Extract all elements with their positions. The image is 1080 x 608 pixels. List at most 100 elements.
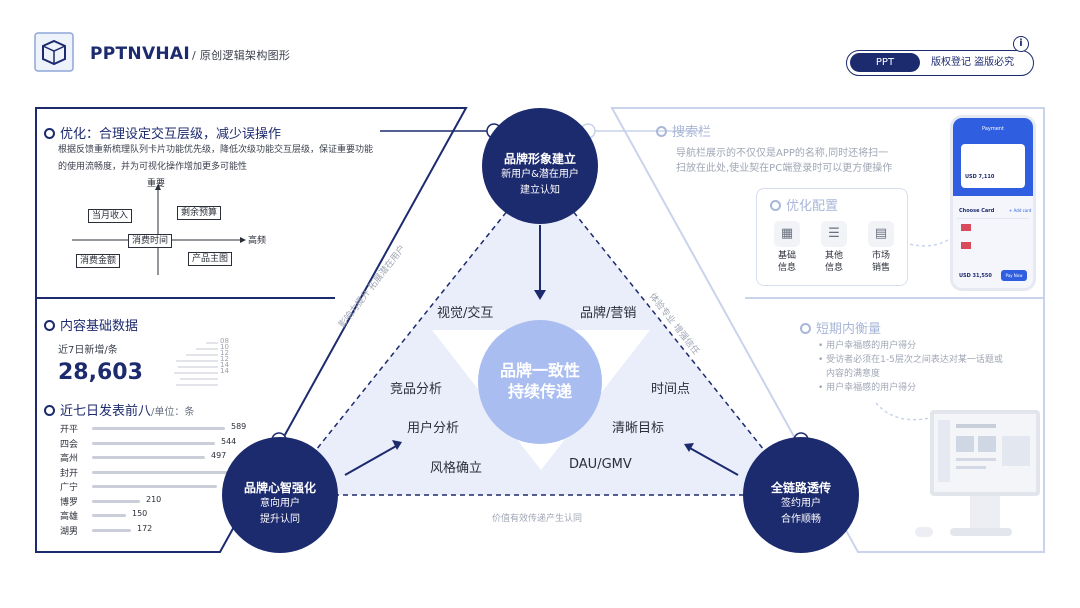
pay-button[interactable]: Pay Now	[1001, 270, 1027, 281]
monitor-line	[956, 458, 996, 461]
bullet-icon	[44, 128, 55, 139]
phone-add[interactable]: + Add card	[1009, 208, 1032, 213]
balance-bullet-text: 受访者必须在1-5层次之间表达对某一话题或	[826, 355, 1003, 365]
data-title: 内容基础数据	[44, 315, 138, 334]
config-item-l2: 信息	[777, 263, 796, 273]
dashed-curve-phone	[904, 239, 949, 247]
spark-label: 14	[220, 361, 229, 369]
monitor-stand	[970, 496, 1000, 528]
phone-card	[961, 144, 1025, 188]
arrow-top-head	[534, 290, 546, 300]
brand-name: PPTNVHAI	[90, 44, 191, 64]
bullet-icon	[44, 405, 55, 416]
right-panel-frame	[610, 107, 1045, 553]
mouse-icon	[915, 527, 933, 537]
config-item-other: 其他信息	[819, 250, 849, 274]
node-top-line2: 建立认知	[520, 185, 560, 196]
doc-icon: ▤	[868, 221, 894, 247]
ppt-toggle[interactable]: PPT 版权登记 盗版必究	[846, 50, 1034, 76]
label-user-analysis: 用户分析	[407, 421, 460, 436]
label-timepoint: 时间点	[651, 382, 691, 397]
ranking-row: 博罗 210	[60, 495, 260, 508]
phone-mockup: Payment USD 7,110 Choose Card + Add card…	[950, 115, 1036, 291]
label-month-income: 当月收入	[88, 209, 133, 223]
monitor-thumb	[956, 436, 974, 452]
balance-title-text: 短期内衡量	[816, 322, 882, 337]
card-flag-icon	[961, 224, 971, 231]
phone-amount: USD 7,110	[965, 174, 995, 180]
label-visual: 视觉/交互	[437, 306, 494, 321]
label-competitor: 竞品分析	[390, 382, 443, 397]
config-item-basic: 基础信息	[772, 250, 802, 274]
monitor-thumb	[978, 436, 996, 452]
monitor-base	[950, 528, 1012, 536]
ranking-bar	[92, 456, 205, 459]
bullet-icon	[770, 200, 781, 211]
optimize-desc-line2: 的使用流畅度，并为可视化操作增加更多可能性	[58, 162, 248, 172]
config-item-l2: 信息	[824, 263, 843, 273]
spark-label: 12	[220, 349, 229, 357]
node-brand-mind: 品牌心智强化 意向用户 提升认同	[222, 437, 338, 553]
ranking-name: 湖男	[60, 526, 79, 537]
label-spend-time: 消费时间	[128, 234, 173, 248]
node-right-line2: 合作顺畅	[781, 514, 821, 525]
toggle-copyright[interactable]: 版权登记 盗版必究	[931, 57, 1015, 68]
phone-total: USD 31,550	[959, 273, 992, 279]
config-title-text: 优化配置	[786, 199, 839, 214]
monitor-line	[956, 466, 986, 469]
spark-rules	[174, 342, 218, 386]
label-remain-budget: 剩余预算	[177, 206, 222, 220]
arrow-left	[344, 444, 399, 476]
ranking-unit: /单位：条	[151, 407, 195, 418]
logo-icon	[34, 32, 74, 72]
balance-bullet-text: 用户幸福感的用户得分	[826, 341, 917, 351]
label-style: 风格确立	[430, 461, 483, 476]
ranking-bar	[92, 528, 131, 532]
edge-bottom-text: 价值有效传递产生认同	[492, 514, 583, 524]
arrow-left-head	[392, 440, 402, 450]
ranking-title-text: 近七日发表前八	[60, 404, 152, 419]
ranking-bar	[92, 485, 217, 488]
optimize-desc-line1: 根据反馈重新梳理队列卡片功能优先级，降低次级功能交互层级，保证重要功能	[58, 145, 374, 155]
phone-choose: Choose Card	[959, 208, 995, 214]
card-flag-icon	[961, 242, 971, 249]
bullet-icon	[44, 320, 55, 331]
center-circle	[478, 320, 602, 444]
monitor-line	[956, 424, 996, 428]
ranking-bar	[92, 514, 126, 517]
config-item-l2: 销售	[871, 263, 890, 273]
ranking-value: 497	[211, 451, 227, 460]
spark-label: 12	[220, 355, 229, 363]
axis-important: 重要	[147, 179, 166, 189]
ranking-bar	[92, 441, 215, 445]
dashed-curve-monitor	[875, 402, 931, 421]
node-left-title: 品牌心智强化	[243, 481, 316, 495]
ranking-value: 210	[146, 494, 162, 504]
info-icon[interactable]: i	[1013, 36, 1029, 52]
brand-subtitle: / 原创逻辑架构图形	[192, 49, 291, 62]
monitor-panel	[1002, 436, 1030, 466]
new-label: 近7日新增/条	[58, 345, 118, 356]
ranking-name: 博罗	[60, 497, 79, 508]
label-product-theme: 产品主图	[188, 252, 233, 266]
arrow-right	[687, 446, 739, 476]
ranking-value: 589	[231, 422, 247, 431]
optimize-title: 优化：合理设定交互层级，减少误操作	[44, 123, 281, 142]
spark-labels: 08 10 12 12 14 14	[220, 338, 229, 375]
ranking-row: 开平 589	[60, 422, 260, 435]
left-panel-frame	[35, 107, 468, 553]
ranking-name: 封开	[60, 468, 79, 479]
monitor-sidebar	[938, 420, 950, 482]
bullet-icon	[656, 126, 667, 137]
edge-right-dashed	[539, 169, 801, 496]
config-item-l1: 其他	[824, 251, 843, 261]
ranking-bar	[92, 427, 225, 430]
optimize-title-text: 优化：合理设定交互层级，减少误操作	[60, 127, 282, 142]
toggle-ppt[interactable]: PPT	[850, 53, 920, 72]
ranking-name: 开平	[60, 425, 79, 435]
new-value: 28,603	[58, 360, 143, 385]
